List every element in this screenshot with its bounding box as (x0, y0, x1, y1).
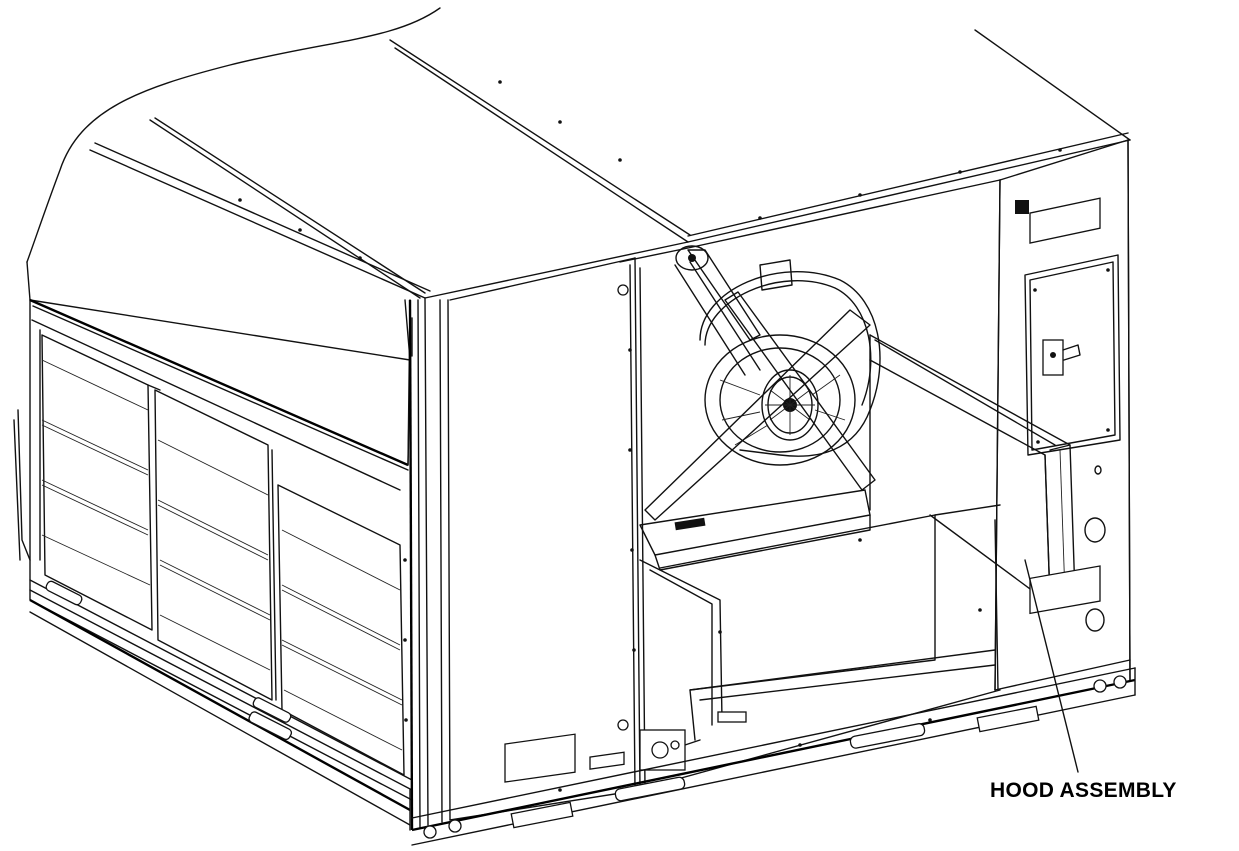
roof-outline (26, 7, 1131, 299)
base-rail (411, 667, 1136, 846)
front-center-panel (408, 257, 641, 831)
fasteners (238, 80, 1110, 792)
callout-leader (1024, 559, 1079, 773)
hood-assembly-label: HOOD ASSEMBLY (990, 779, 1177, 802)
blower-compartment (617, 179, 1001, 791)
right-end-panel (994, 139, 1131, 691)
left-face (13, 261, 413, 831)
